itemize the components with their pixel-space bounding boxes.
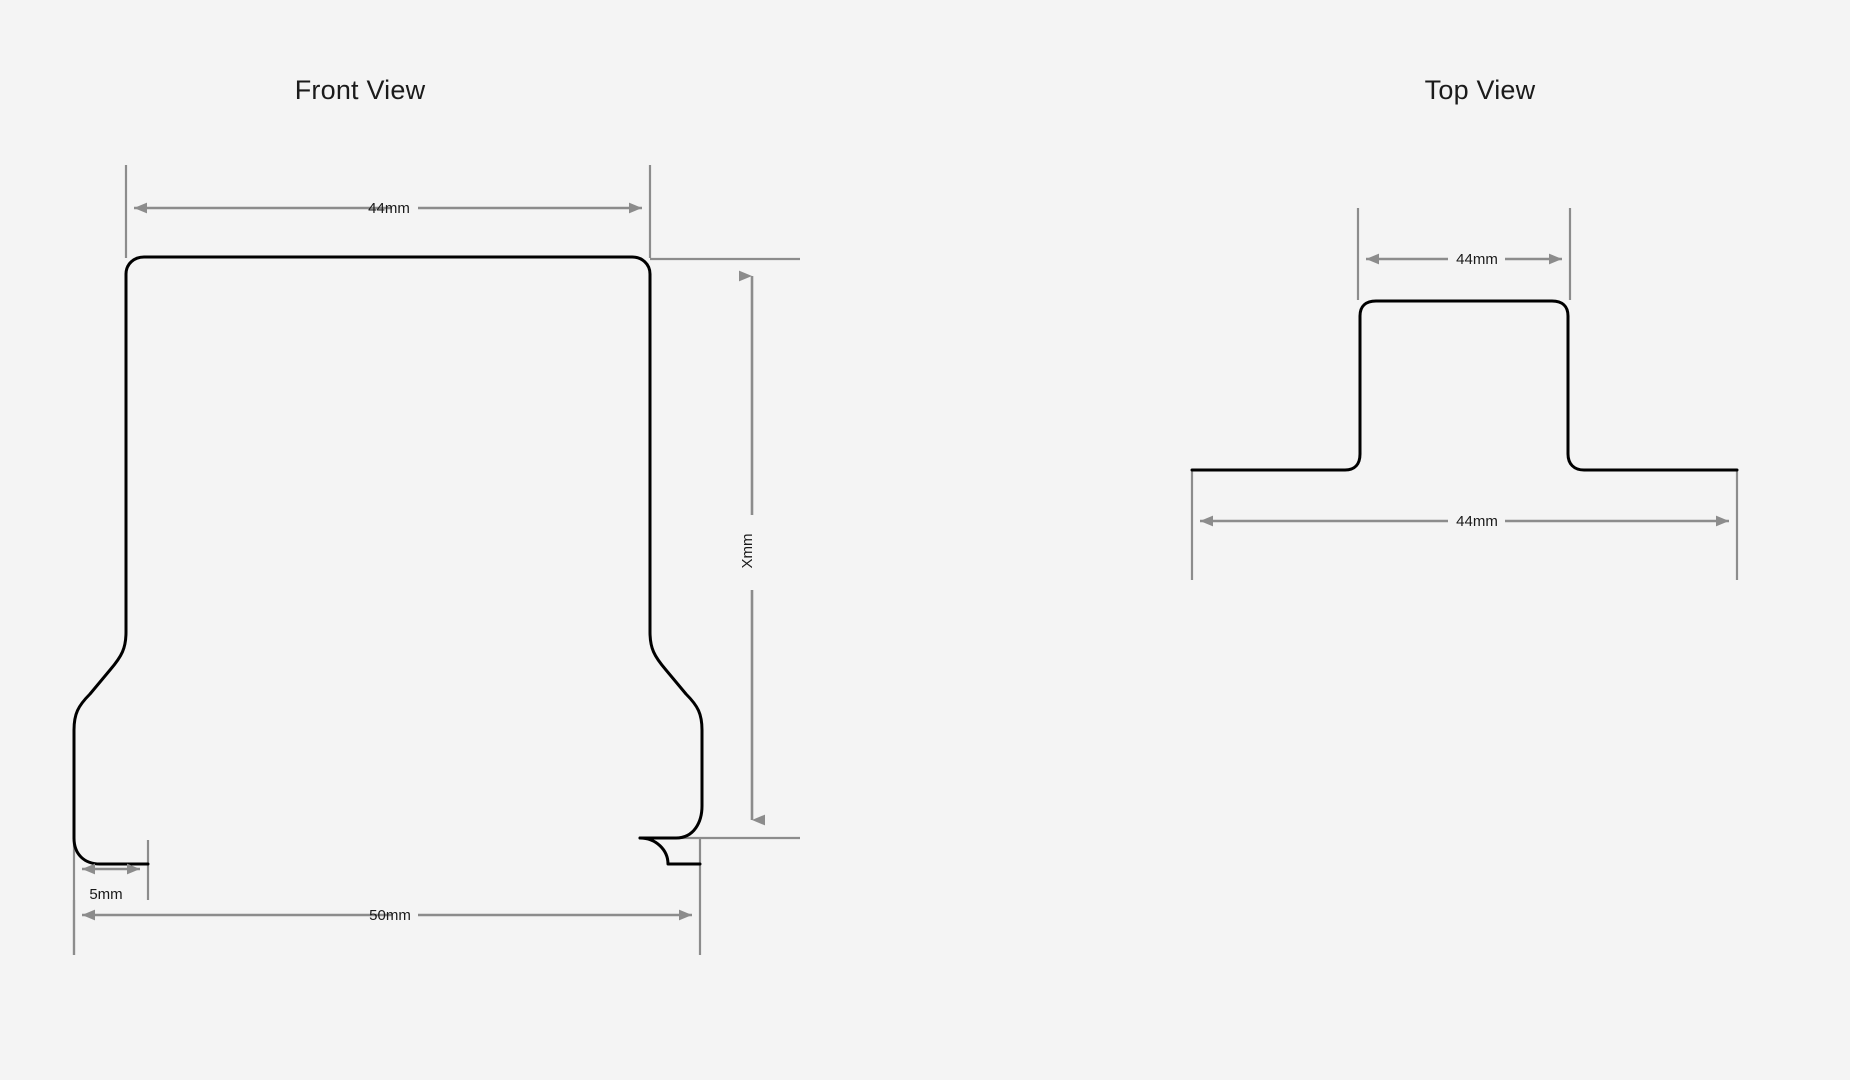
front-dim-overall-width: 50mm: [82, 907, 692, 924]
top-view-group: 44mm 44mm: [1190, 208, 1739, 580]
top-dim-base-width: 44mm: [1200, 513, 1729, 530]
top-dim-plateau-width: 44mm: [1366, 251, 1562, 268]
front-dim-height-label: Xmm: [739, 534, 756, 569]
front-dim-top-width-label: 44mm: [368, 200, 410, 217]
front-dim-flange-width-label: 5mm: [89, 886, 122, 903]
front-view-group: 44mm Xmm 5mm 50mm: [72, 165, 800, 955]
top-view-title: Top View: [1424, 75, 1536, 105]
top-dim-plateau-width-label: 44mm: [1456, 251, 1498, 268]
front-dim-height: Xmm: [739, 270, 765, 826]
front-view-profile-outline: [72, 255, 704, 840]
front-dim-overall-width-label: 50mm: [369, 907, 411, 924]
front-dim-flange-width: 5mm: [82, 863, 140, 903]
top-dim-base-width-label: 44mm: [1456, 513, 1498, 530]
front-dim-top-width: 44mm: [134, 200, 642, 217]
front-view-left-flange: [72, 836, 150, 866]
top-view-profile-outline: [1190, 299, 1739, 472]
front-view-title: Front View: [294, 75, 426, 105]
front-view-right-flange: [638, 836, 702, 866]
